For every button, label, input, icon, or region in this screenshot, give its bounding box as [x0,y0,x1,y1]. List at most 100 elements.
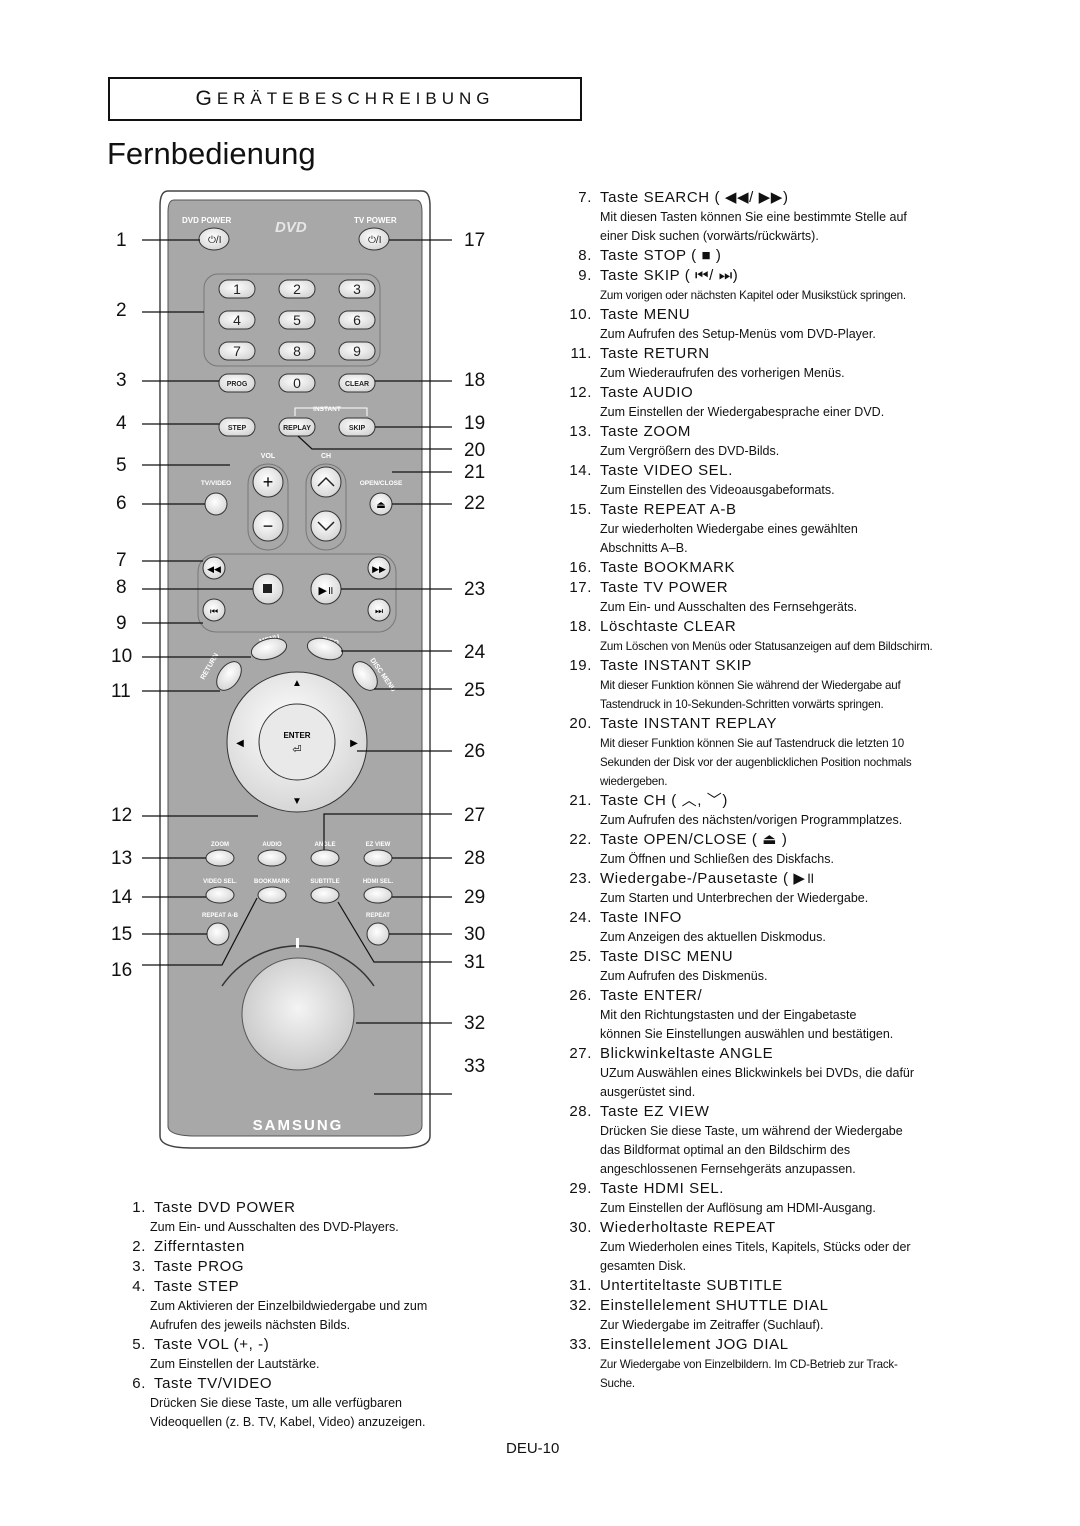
description-item: 20.Taste INSTANT REPLAY Mit dieser Funkti… [556,714,1076,791]
description-item-heading: Taste ZOOM [600,423,692,440]
callout-30: 30 [464,924,486,945]
description-item-title: 33.Einstellelement JOG DIAL [556,1335,1076,1355]
description-item-text: Tastendruck in 10-Sekunden-Schritten vor… [600,698,884,711]
svg-text:+: + [263,472,274,492]
description-item-text: Zum Einstellen der Lautstärke. [150,1357,320,1371]
enter-button [258,703,336,781]
search-fwd-button [367,556,391,580]
callout-28: 28 [464,848,486,869]
skip-back-button [202,598,226,622]
description-item: 24.Taste INFO Zum Anzeigen des aktuellen … [556,908,1076,947]
callout-9: 9 [116,613,127,634]
description-item-number: 21. [569,792,592,809]
description-item: 21.Taste CH ( ︿, ﹀)Zum Aufrufen des näch… [556,791,1076,830]
repeat-button [366,922,390,946]
svg-text:BOOKMARK: BOOKMARK [254,879,291,885]
svg-text:REPEAT: REPEAT [366,913,390,919]
description-item-number: 29. [569,1180,592,1197]
description-item-text: Mit dieser Funktion können Sie auf Taste… [600,737,905,750]
description-item-title: 16.Taste BOOKMARK [556,558,1076,578]
description-item-number: 31. [569,1277,592,1294]
description-item: 3.Taste PROG [106,1257,506,1277]
description-item-text: Mit diesen Tasten können Sie eine bestim… [600,210,907,224]
page-number: DEU-10 [506,1440,560,1457]
description-item-number: 25. [569,948,592,965]
description-item-heading: Untertiteltaste SUBTITLE [600,1277,783,1294]
description-item-title: 6.Taste TV/VIDEO [106,1374,506,1394]
callout-13: 13 [111,848,133,869]
description-item-title: 9.Taste SKIP ( ⏮/ ⏭) [556,266,1076,286]
svg-text:◀◀: ◀◀ [207,564,221,574]
callout-23: 23 [464,579,486,600]
digit-0-button: 0 [278,373,316,393]
callout-8: 8 [116,577,127,598]
digit-2-button: 2 [278,279,316,299]
description-item-text: Mit dieser Funktion können Sie während d… [600,679,901,692]
description-item-title: 18.Löschtaste CLEAR [556,617,1076,637]
description-item-heading: Taste INSTANT SKIP [600,657,752,674]
svg-text:ANGLE: ANGLE [315,842,336,848]
svg-text:⏏: ⏏ [376,500,385,511]
description-item-heading: Taste TV/VIDEO [154,1375,273,1392]
description-item: 29.Taste HDMI SEL.Zum Einstellen der Auf… [556,1179,1076,1218]
callout-31: 31 [464,952,486,973]
svg-text:PROG: PROG [227,381,248,388]
description-item-text: Sekunden der Disk vor der augenblicklich… [600,756,912,769]
svg-text:9: 9 [353,343,361,359]
callout-12: 12 [111,805,133,826]
subtitle-button [310,886,340,904]
menu-button [250,637,288,661]
description-item-heading: Taste MENU [600,306,691,323]
svg-text:⏎: ⏎ [292,744,301,756]
description-item-text: ausgerüstet sind. [600,1085,696,1099]
dvd-power-label: DVD POWER [182,216,232,225]
description-item-text: Zum Ein- und Ausschalten des DVD-Players… [150,1220,399,1234]
digit-6-button: 6 [338,310,376,330]
description-item: 23.Wiedergabe-/Pausetaste ( ▶॥Zum Starte… [556,869,1076,908]
description-item-title: 3.Taste PROG [106,1257,506,1277]
description-item-heading: Taste EZ VIEW [600,1103,710,1120]
angle-button [310,849,340,867]
callout-18: 18 [464,370,486,391]
description-item-title: 24.Taste INFO [556,908,1076,928]
callout-29: 29 [464,887,486,908]
skip-button: SKIP [338,417,376,437]
description-item-heading: Blickwinkeltaste ANGLE [600,1045,774,1062]
dvd-logo: DVD [275,219,307,236]
section-header-initial: G [195,87,217,110]
callout-24: 24 [464,642,486,663]
description-item-text: Zum Anzeigen des aktuellen Diskmodus. [600,930,826,944]
description-item-title: 20.Taste INSTANT REPLAY [556,714,1076,734]
digit-7-button: 7 [218,341,256,361]
description-item-title: 27. Blickwinkeltaste ANGLE [556,1044,1076,1064]
description-item-text: Abschnitts A–B. [600,541,688,555]
description-item-title: 23.Wiedergabe-/Pausetaste ( ▶॥ [556,869,1076,889]
description-item-text: Zum Einstellen der Auflösung am HDMI-Aus… [600,1201,876,1215]
digit-3-button: 3 [338,279,376,299]
description-item-number: 30. [569,1219,592,1236]
svg-text:SUBTITLE: SUBTITLE [310,879,339,885]
description-item-heading: Taste VOL (+, -) [154,1336,270,1353]
description-item-number: 2. [132,1238,146,1255]
svg-text:REPEAT A-B: REPEAT A-B [202,913,239,919]
svg-text:REPLAY: REPLAY [283,425,311,432]
right-description-list: 7.Taste SEARCH ( ◀◀/ ▶▶)Mit diesen Taste… [556,188,1076,1393]
callout-5: 5 [116,455,127,476]
description-item-text: Drücken Sie diese Taste, um während der … [600,1124,903,1138]
description-item-number: 27. [569,1045,592,1062]
description-item-title: 2.Zifferntasten [106,1237,506,1257]
description-item-title: 17.Taste TV POWER [556,578,1076,598]
digit-4-button: 4 [218,310,256,330]
description-item-number: 23. [569,870,592,887]
description-item-text: Zum Einstellen der Wiedergabesprache ein… [600,405,885,419]
description-item-text: gesamten Disk. [600,1259,687,1273]
description-item-title: 30.Wiederholtaste REPEAT [556,1218,1076,1238]
callout-33: 33 [464,1056,486,1077]
description-item: 16.Taste BOOKMARK [556,558,1076,578]
description-item-text: Zur Wiedergabe im Zeitraffer (Suchlauf). [600,1318,824,1332]
description-item-text: Zur wiederholten Wiedergabe eines gewähl… [600,522,858,536]
